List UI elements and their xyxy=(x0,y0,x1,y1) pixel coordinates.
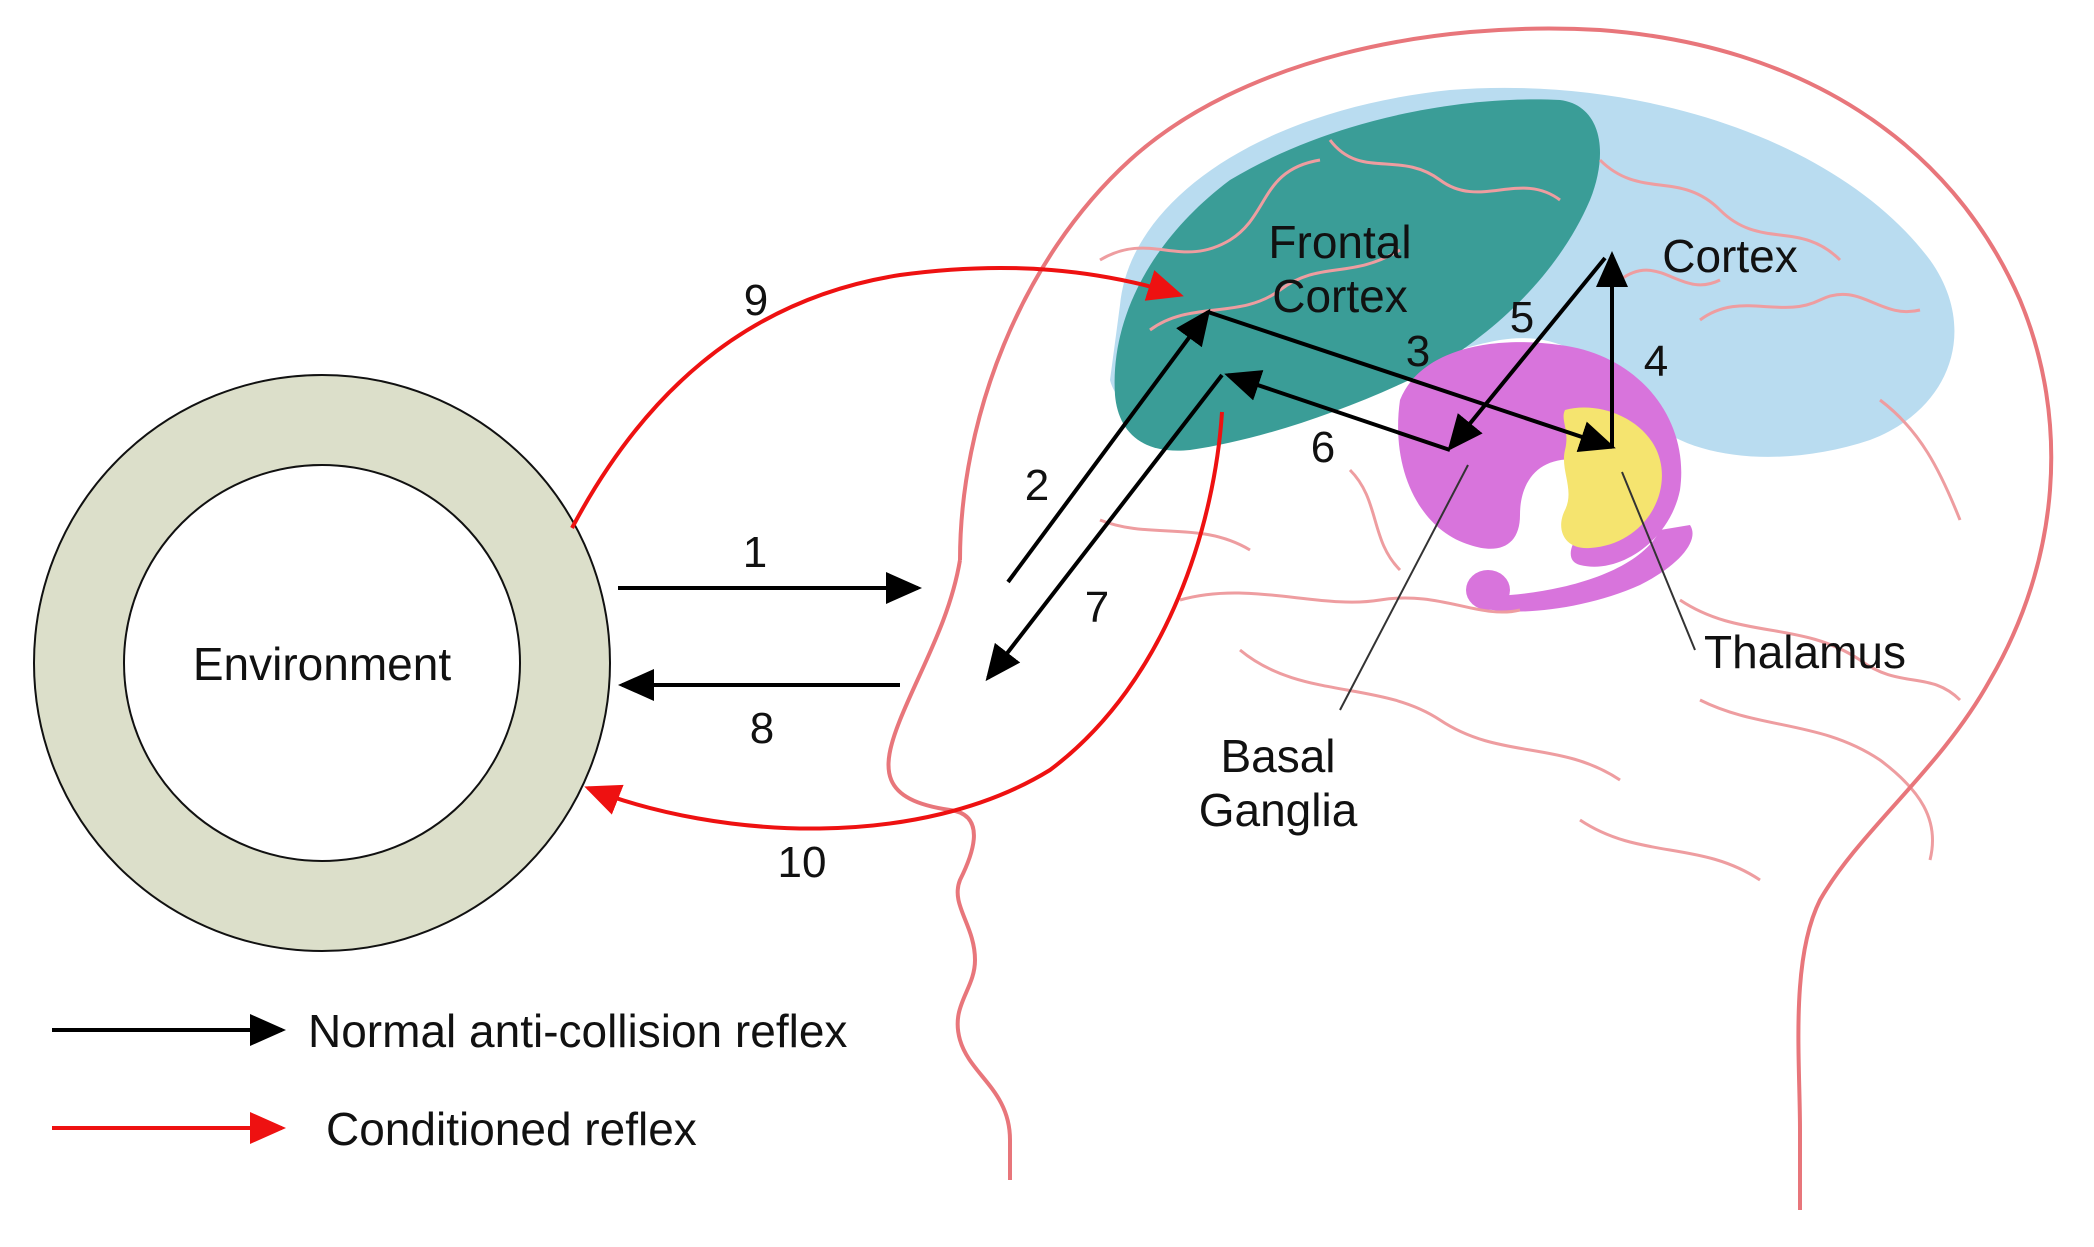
step-number-5: 5 xyxy=(1510,293,1534,342)
step-number-6: 6 xyxy=(1311,423,1335,472)
legend-normal-label: Normal anti-collision reflex xyxy=(308,1005,847,1057)
arrow-6 xyxy=(1224,370,1451,452)
basal-ganglia-label-line2: Ganglia xyxy=(1199,784,1358,836)
step-number-10: 10 xyxy=(778,838,827,887)
arrow-2 xyxy=(1006,308,1211,584)
arrow-7 xyxy=(985,373,1224,682)
arrow-5 xyxy=(1447,256,1607,452)
head-outline xyxy=(886,26,2054,1210)
legend-conditioned-label: Conditioned reflex xyxy=(326,1103,697,1155)
arrow-9-conditioned xyxy=(570,265,1184,529)
cortex-label: Cortex xyxy=(1662,230,1797,282)
step-number-1: 1 xyxy=(743,528,767,577)
thalamus-label: Thalamus xyxy=(1704,626,1906,678)
step-number-9: 9 xyxy=(744,276,768,325)
step-number-4: 4 xyxy=(1644,337,1668,386)
basal-ganglia-tail-bulb xyxy=(1466,570,1510,610)
basal-ganglia-pointer xyxy=(1339,464,1469,711)
frontal-cortex-label-line2: Cortex xyxy=(1272,270,1407,322)
step-number-3: 3 xyxy=(1406,327,1430,376)
environment-label: Environment xyxy=(193,638,451,690)
arrow-3 xyxy=(1207,310,1616,453)
step-number-7: 7 xyxy=(1085,583,1109,632)
arrow-10-conditioned xyxy=(584,411,1224,831)
frontal-cortex-region xyxy=(1114,99,1600,451)
legend: Normal anti-collision reflex Conditioned… xyxy=(52,1005,847,1155)
thalamus-pointer xyxy=(1621,471,1696,651)
brain-sulci xyxy=(1099,139,1962,882)
environment-inner xyxy=(123,464,521,862)
step-number-2: 2 xyxy=(1025,461,1049,510)
step-number-8: 8 xyxy=(750,704,774,753)
basal-ganglia-label-line1: Basal xyxy=(1220,730,1335,782)
frontal-cortex-label-line1: Frontal xyxy=(1268,216,1411,268)
